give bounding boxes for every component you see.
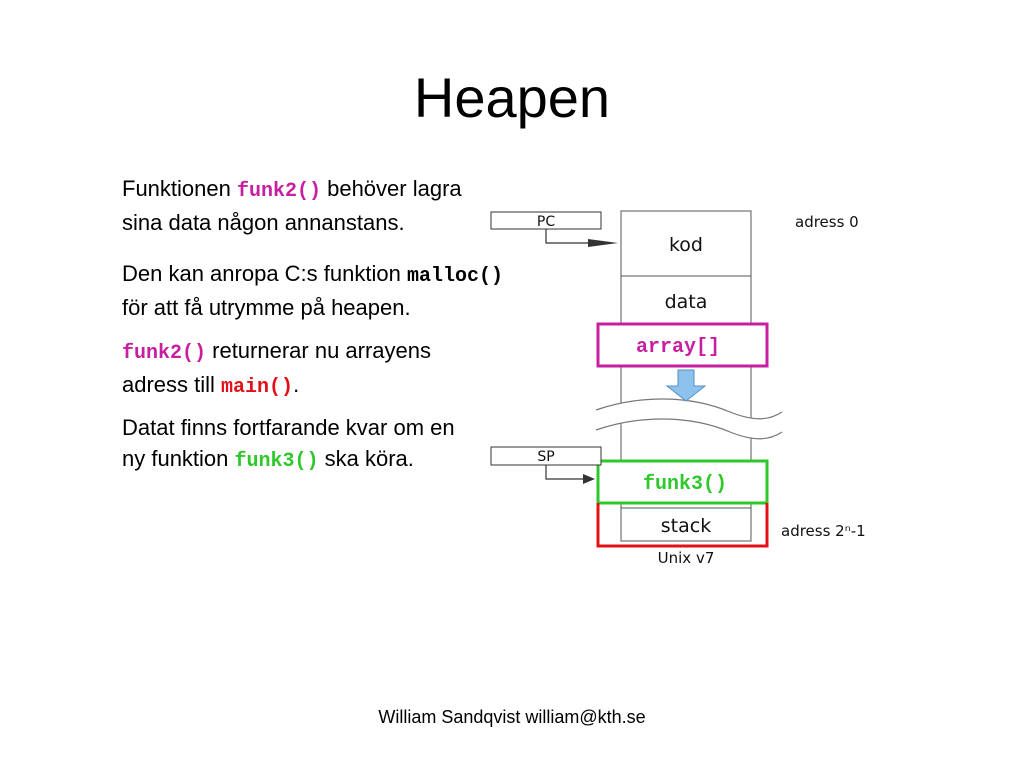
paragraph-4-text-b: ska köra. xyxy=(318,446,414,471)
paragraph-1: Funktionen funk2() behöver lagra sina da… xyxy=(122,173,462,238)
code-funk2: funk2() xyxy=(236,180,321,203)
funk3-frame-box xyxy=(596,459,769,505)
heap-growth-arrow-icon xyxy=(665,369,707,402)
paragraph-2-line-1: Den kan anropa C:s funktion malloc() xyxy=(122,258,503,292)
funk3-frame-label: funk3() xyxy=(643,473,727,496)
diagram-caption: Unix v7 xyxy=(658,549,715,567)
code-malloc: malloc() xyxy=(406,265,503,288)
paragraph-3-text-d: . xyxy=(293,372,300,397)
paragraph-1-text-a: Funktionen xyxy=(122,176,237,201)
heap-array-box xyxy=(596,322,769,368)
segment-label-data: data xyxy=(665,291,708,313)
paragraph-3-text-c: adress till xyxy=(122,372,222,397)
paragraph-3: funk2() returnerar nu arrayens adress ti… xyxy=(122,335,431,403)
paragraph-2: Den kan anropa C:s funktion malloc() för… xyxy=(122,258,503,323)
slide-title: Heapen xyxy=(413,66,611,129)
paragraph-3-text-b: returnerar nu arrayens xyxy=(206,338,432,363)
paragraph-3-line-2: adress till main(). xyxy=(122,369,431,403)
pc-arrow-icon xyxy=(588,239,618,247)
address-top-label: adress 0 xyxy=(795,213,859,231)
sp-arrow-icon xyxy=(583,474,595,484)
paragraph-1-line-2: sina data någon annanstans. xyxy=(122,210,405,235)
paragraph-1-line-1: Funktionen funk2() behöver lagra xyxy=(122,173,462,207)
paragraph-4-line-2: ny funktion funk3() ska köra. xyxy=(122,443,455,477)
pc-register-label: PC xyxy=(537,214,555,230)
heap-array-label: array[] xyxy=(636,336,720,359)
paragraph-4-line-1: Datat finns fortfarande kvar om en xyxy=(122,415,455,440)
segment-label-kod: kod xyxy=(669,234,703,256)
wavy-line-icon xyxy=(595,418,783,440)
memory-gap xyxy=(598,398,782,439)
paragraph-2-text-a: Den kan anropa C:s funktion xyxy=(122,261,407,286)
address-bottom-label: adress 2ⁿ-1 xyxy=(781,522,866,540)
wavy-line-icon xyxy=(595,398,783,420)
segment-label-stack: stack xyxy=(661,515,711,537)
paragraph-4-text-a: ny funktion xyxy=(122,446,235,471)
sp-pointer-line xyxy=(545,465,584,480)
code-funk2: funk2() xyxy=(122,342,207,365)
sp-register-label: SP xyxy=(537,449,554,465)
paragraph-1-text-b: behöver lagra xyxy=(320,176,462,201)
funk2-frame-outline xyxy=(596,503,769,548)
paragraph-3-line-1: funk2() returnerar nu arrayens xyxy=(122,335,431,369)
pc-pointer-line xyxy=(545,229,590,244)
code-main: main() xyxy=(221,376,294,399)
paragraph-4: Datat finns fortfarande kvar om en ny fu… xyxy=(122,412,455,477)
footer-author: William Sandqvist william@kth.se xyxy=(378,707,646,727)
paragraph-2-line-2: för att få utrymme på heapen. xyxy=(122,295,411,320)
code-funk3: funk3() xyxy=(234,450,319,473)
